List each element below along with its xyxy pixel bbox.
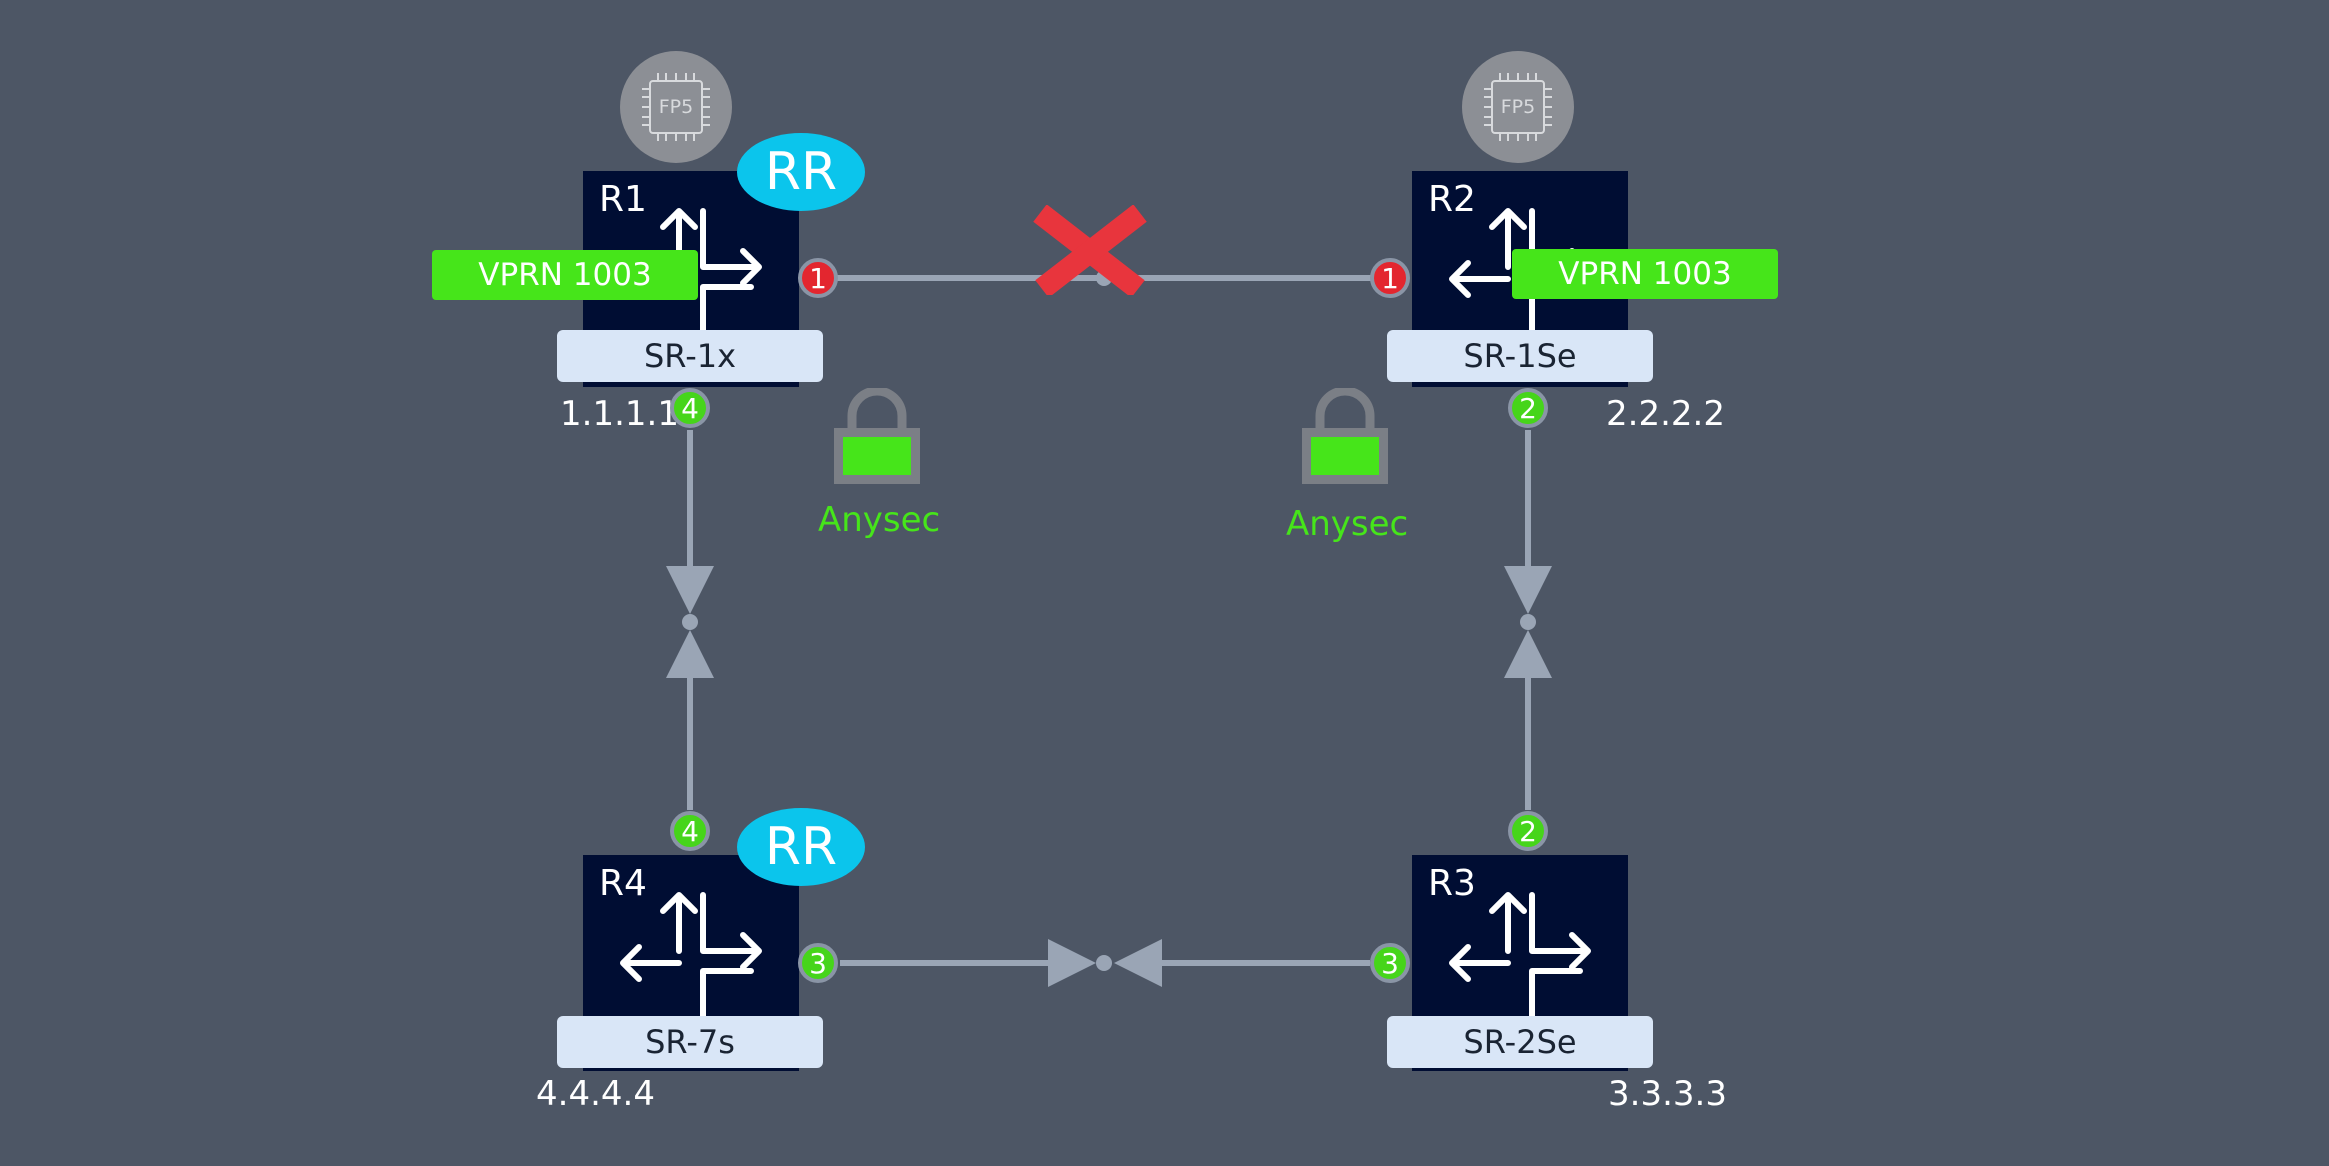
padlock-icon (1302, 388, 1388, 484)
port-r3-north[interactable]: 2 (1508, 811, 1548, 851)
route-reflector-badge-r4: RR (737, 808, 865, 886)
link-r2-r3-midpoint (1520, 614, 1536, 630)
port-r2-south[interactable]: 2 (1508, 388, 1548, 428)
chip-r1: FP5 (620, 51, 732, 163)
router-model-r2: SR-1Se (1387, 330, 1653, 382)
port-r1-east[interactable]: 1 (798, 258, 838, 298)
cpu-chip-icon (642, 73, 710, 141)
chip-r2: FP5 (1462, 51, 1574, 163)
port-r1-south[interactable]: 4 (670, 388, 710, 428)
padlock-icon (834, 388, 920, 484)
router-model-r1: SR-1x (557, 330, 823, 382)
router-name: R2 (1428, 179, 1476, 220)
router-arrows-icon (620, 892, 762, 1030)
link-r1-r4-midpoint (682, 614, 698, 630)
router-arrows-icon (1449, 208, 1591, 346)
router-ip-r4: 4.4.4.4 (536, 1074, 655, 1114)
route-reflector-badge-r1: RR (737, 133, 865, 211)
port-r4-east[interactable]: 3 (798, 943, 838, 983)
router-name: R1 (599, 179, 647, 220)
router-name: R3 (1428, 863, 1476, 904)
router-model-r3: SR-2Se (1387, 1016, 1653, 1068)
vprn-badge-r2: VPRN 1003 (1512, 249, 1778, 299)
anysec-label-right: Anysec (1286, 504, 1409, 544)
chip-label: FP5 (1500, 96, 1536, 118)
chip-label: FP5 (658, 96, 694, 118)
port-r2-west[interactable]: 1 (1370, 258, 1410, 298)
router-ip-r1: 1.1.1.1 (560, 394, 679, 434)
anysec-label-left: Anysec (818, 500, 941, 540)
cpu-chip-icon (1484, 73, 1552, 141)
router-ip-r3: 3.3.3.3 (1608, 1074, 1727, 1114)
router-model-r4: SR-7s (557, 1016, 823, 1068)
link-r4-r3-midpoint (1096, 955, 1112, 971)
port-r4-north[interactable]: 4 (670, 811, 710, 851)
router-ip-r2: 2.2.2.2 (1606, 394, 1725, 434)
port-r3-west[interactable]: 3 (1370, 943, 1410, 983)
router-arrows-icon (1449, 892, 1591, 1030)
router-name: R4 (599, 863, 647, 904)
red-x-icon (1033, 205, 1147, 295)
vprn-badge-r1: VPRN 1003 (432, 250, 698, 300)
